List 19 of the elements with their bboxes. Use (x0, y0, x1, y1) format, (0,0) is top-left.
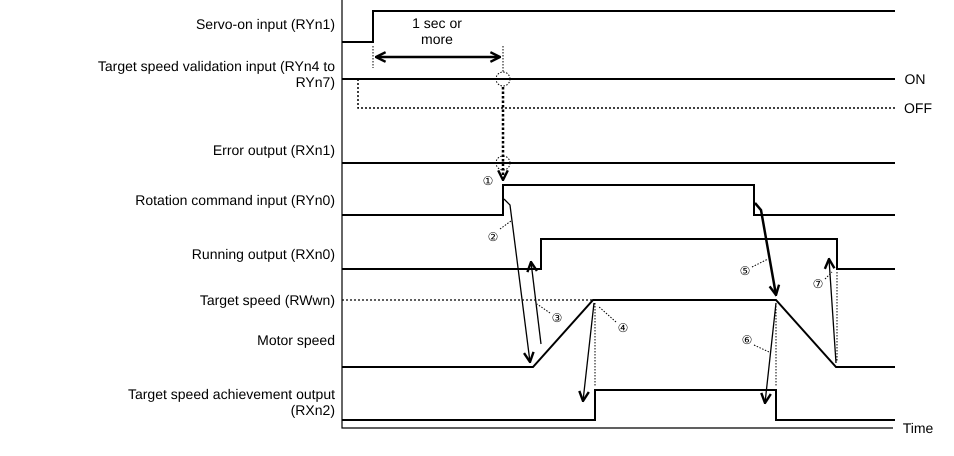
callout-number: ⑤ (740, 263, 750, 279)
signal-label: Target speed achievement output (RXn2) (126, 386, 335, 418)
signal-label: Target speed (RWwn) (198, 292, 335, 308)
callout-number: ⑥ (742, 332, 752, 348)
callout-number: ① (482, 173, 494, 189)
callout-number: ④ (618, 320, 628, 336)
level-label: OFF (904, 100, 932, 116)
signal-label: Error output (RXn1) (212, 142, 335, 158)
signal-label: Servo-on input (RYn1) (194, 16, 335, 32)
signal-label: Rotation command input (RYn0) (134, 192, 335, 208)
signal-label: Running output (RXn0) (190, 246, 335, 262)
axis-label: Time (902, 420, 934, 436)
level-label: ON (904, 71, 926, 87)
signal-label: Motor speed (256, 332, 335, 348)
callout-number: ⑦ (812, 276, 824, 292)
duration-label: 1 sec or more (411, 15, 463, 47)
callout-number: ③ (552, 310, 562, 326)
signal-label: Target speed validation input (RYn4 to RYn7) (96, 58, 335, 90)
callout-number: ② (488, 229, 498, 245)
